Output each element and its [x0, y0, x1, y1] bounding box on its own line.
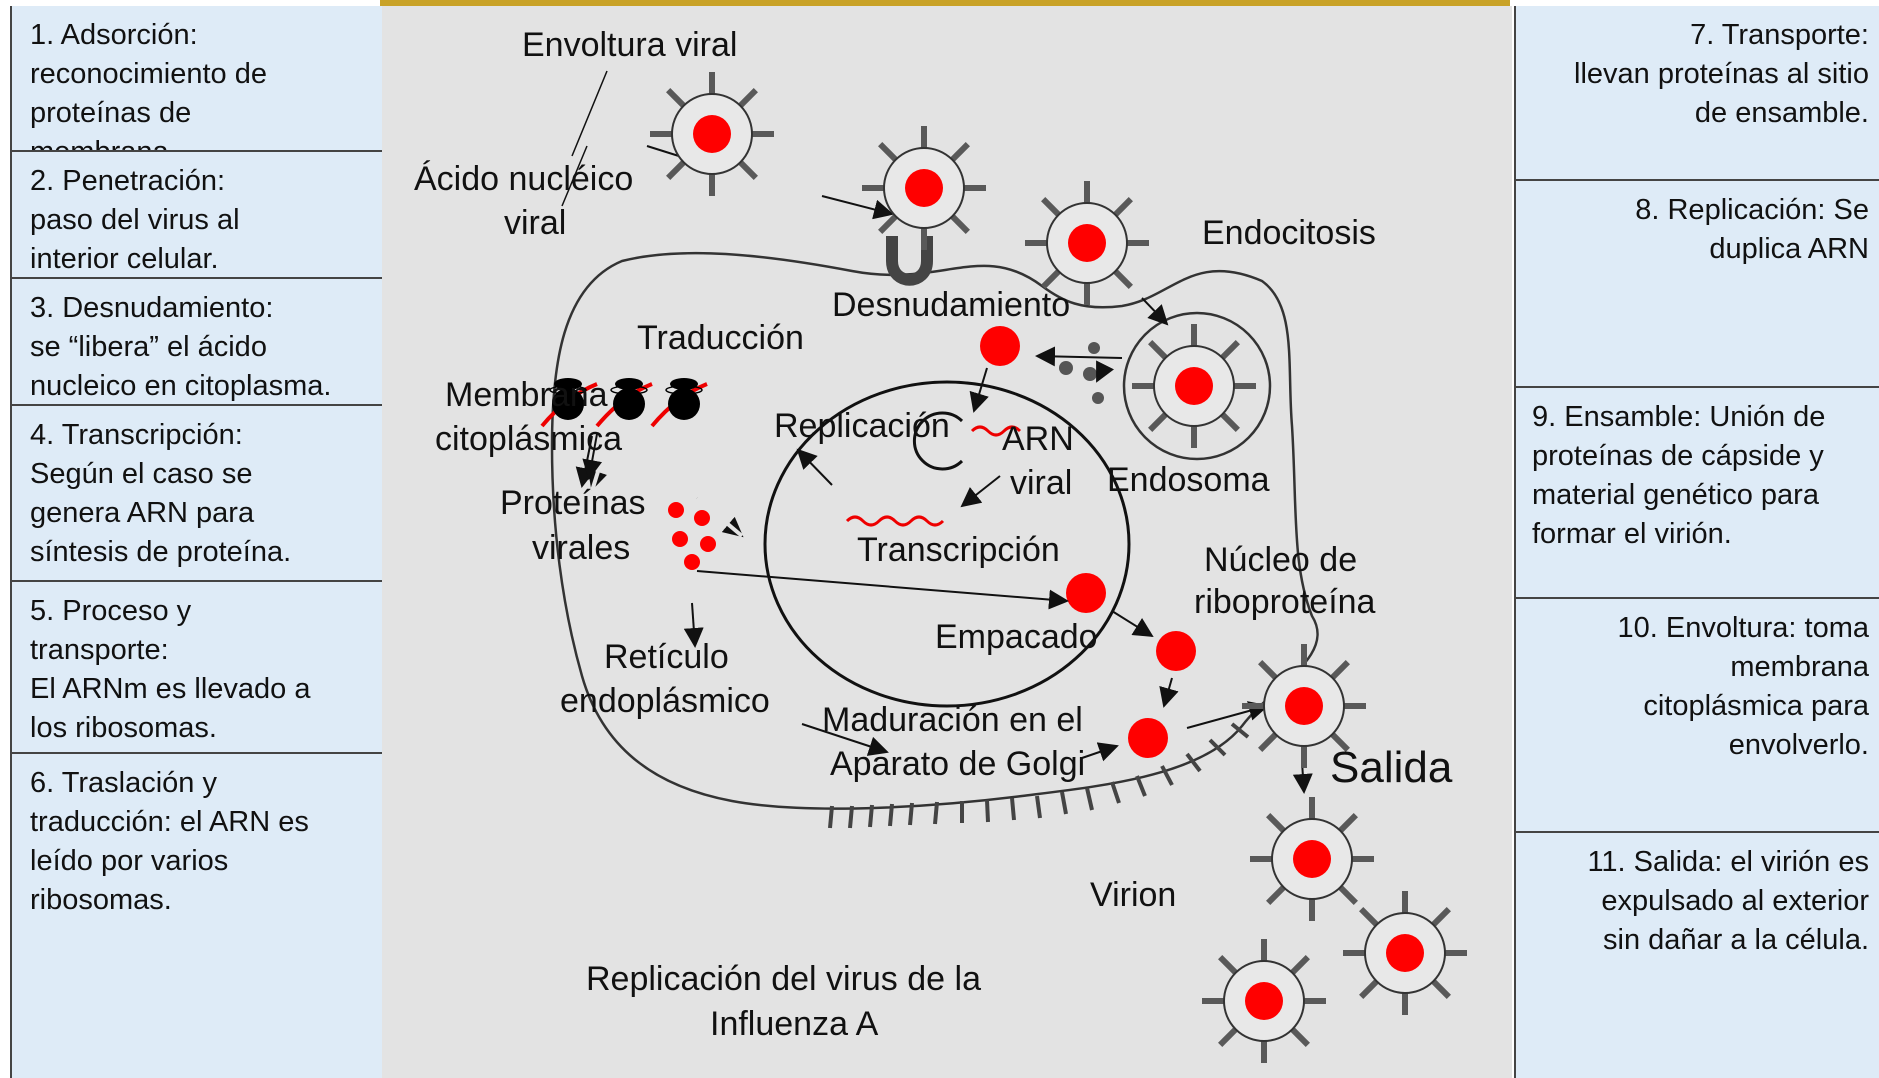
- label-reticulo-2: endoplásmico: [560, 682, 770, 720]
- label-reticulo-1: Retículo: [604, 638, 729, 676]
- label-membrana-1: Membrana: [445, 376, 608, 414]
- step-5-proceso-transporte: 5. Proceso y transporte: El ARNm es llev…: [12, 582, 382, 754]
- label-salida: Salida: [1330, 743, 1453, 792]
- nucleus-outline: [763, 380, 1131, 708]
- transcription-strand: [845, 515, 945, 527]
- label-arn-viral-2: viral: [1010, 464, 1072, 502]
- label-endocitosis: Endocitosis: [1202, 214, 1376, 252]
- label-empacado: Empacado: [935, 618, 1098, 656]
- virus-liberado-1: [1250, 797, 1374, 921]
- diagram-panel: Envoltura viral Ácido nucléico viral End…: [382, 6, 1512, 1078]
- step-3-desnudamiento: 3. Desnudamiento: se “libera” el ácido n…: [12, 279, 382, 406]
- receptor-cup: [886, 236, 933, 286]
- label-traduccion: Traducción: [637, 319, 804, 357]
- label-maduracion-1: Maduración en el: [822, 701, 1083, 739]
- released-core: [980, 326, 1020, 366]
- label-endosoma: Endosoma: [1107, 461, 1270, 499]
- pointer-envoltura: [571, 70, 608, 157]
- virus-endocitosis: [1025, 181, 1149, 305]
- arn-viral-strand: [970, 425, 1022, 437]
- label-maduracion-2: Aparato de Golgi: [830, 745, 1085, 783]
- top-accent-bar: [380, 0, 1510, 6]
- viral-proteins-dots: [668, 502, 716, 570]
- step-9-ensamble: 9. Ensamble: Unión de proteínas de cápsi…: [1516, 388, 1879, 599]
- right-steps-column: 7. Transporte: llevan proteínas al sitio…: [1514, 6, 1879, 1078]
- step-6-traslacion: 6. Traslación y traducción: el ARN es le…: [12, 754, 382, 1078]
- virus-en-endosoma: [1132, 324, 1256, 448]
- virus-particles: [650, 72, 1467, 1063]
- arrow-to-proteinas: [582, 433, 603, 480]
- golgi-core: [1128, 718, 1168, 758]
- riboprotein-core: [1156, 631, 1196, 671]
- arrow-to-traduccion: [796, 448, 833, 486]
- step-7-transporte: 7. Transporte: llevan proteínas al sitio…: [1516, 6, 1879, 181]
- step-4-transcripcion: 4. Transcripción: Según el caso se gener…: [12, 406, 382, 582]
- label-nucleo-2: riboproteína: [1194, 583, 1376, 621]
- label-proteinas-2: virales: [532, 529, 630, 567]
- step-8-replicacion: 8. Replicación: Se duplica ARN: [1516, 181, 1879, 388]
- virus-liberado-2: [1343, 891, 1467, 1015]
- left-steps-column: 1. Adsorción: reconocimiento de proteína…: [10, 6, 384, 1078]
- step-1-adsorcion: 1. Adsorción: reconocimiento de proteína…: [12, 6, 382, 152]
- virus-liberado-3: [1202, 939, 1326, 1063]
- label-virion: Virion: [1090, 876, 1176, 914]
- label-acido-nucleico-1: Ácido nucléico: [414, 160, 633, 198]
- virus-gemando: [1242, 644, 1366, 768]
- step-11-salida: 11. Salida: el virión es expulsado al ex…: [1516, 833, 1879, 1078]
- uncoating-dots: [1059, 342, 1104, 404]
- pointer-acido: [561, 145, 588, 207]
- replication-loop: [912, 411, 964, 471]
- label-desnudamiento: Desnudamiento: [832, 286, 1070, 324]
- label-nucleo-1: Núcleo de: [1204, 541, 1357, 579]
- label-replicacion: Replicación: [774, 407, 950, 445]
- ribosomes: [540, 378, 708, 428]
- membrane-spikes: [828, 722, 1250, 829]
- virus-adsorcion: [650, 72, 774, 196]
- label-acido-nucleico-2: viral: [504, 204, 566, 242]
- virus-penetracion: [862, 126, 986, 250]
- step-10-envoltura: 10. Envoltura: toma membrana citoplásmic…: [1516, 599, 1879, 833]
- label-proteinas-1: Proteínas: [500, 484, 646, 522]
- label-envoltura-viral: Envoltura viral: [522, 26, 737, 64]
- label-transcripcion: Transcripción: [857, 531, 1060, 569]
- title-line-2: Influenza A: [710, 1005, 879, 1043]
- influenza-replication-diagram: Envoltura viral Ácido nucléico viral End…: [414, 26, 1467, 1063]
- label-membrana-2: citoplásmica: [435, 420, 622, 458]
- endosome-membrane: [1122, 311, 1272, 461]
- packaged-core: [1066, 573, 1106, 613]
- label-arn-viral-1: ARN: [1002, 420, 1074, 458]
- step-2-penetracion: 2. Penetración: paso del virus al interi…: [12, 152, 382, 279]
- cell-membrane: [550, 251, 1319, 810]
- title-line-1: Replicación del virus de la: [586, 960, 981, 998]
